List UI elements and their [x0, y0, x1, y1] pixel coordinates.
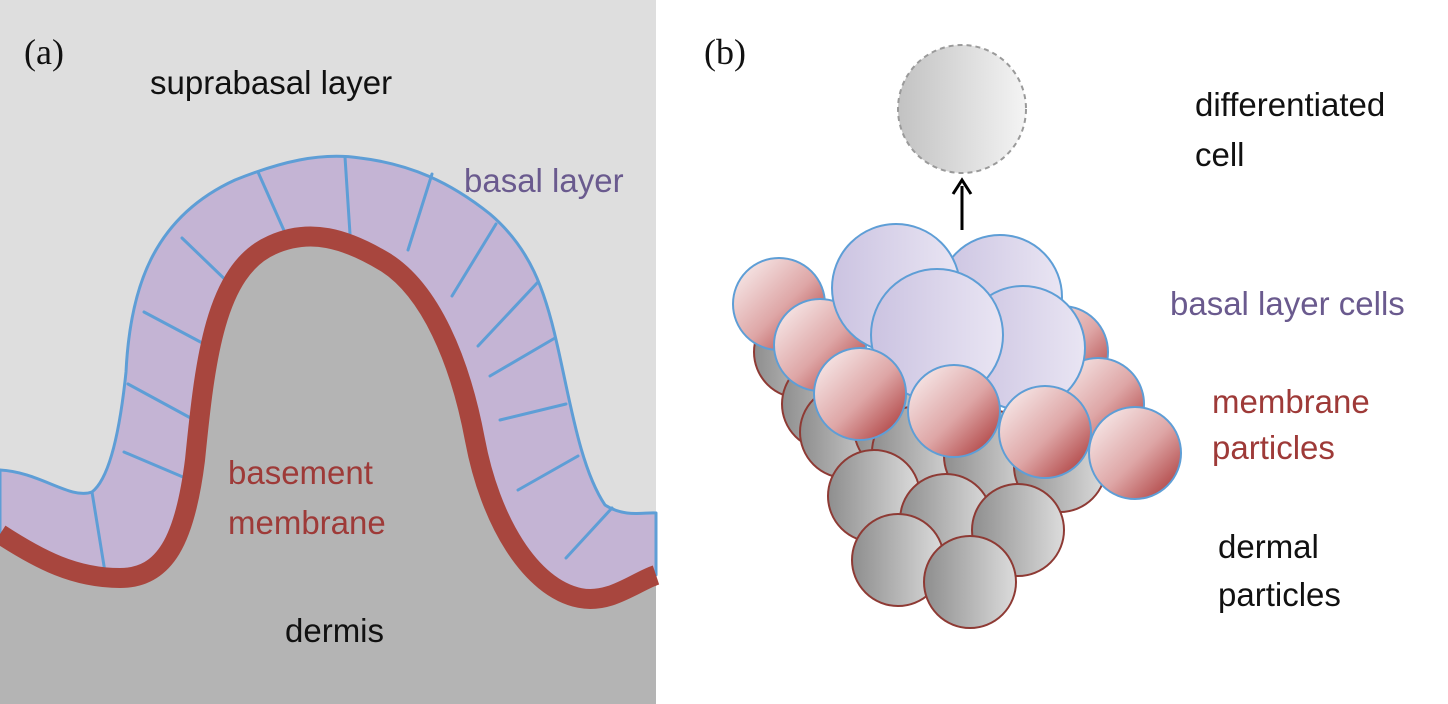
membrane-particle: [1088, 406, 1182, 500]
membrane-particles-front: [813, 347, 1182, 500]
dermis-label: dermis: [285, 612, 384, 649]
panel-a: (a) suprabasal layer basal layer basemen…: [0, 0, 660, 704]
basal-cells-label: basal layer cells: [1170, 285, 1405, 322]
differentiated-label-line1: differentiated: [1195, 86, 1385, 123]
membrane-particles-back: [732, 257, 1145, 451]
membrane-particle: [907, 364, 1001, 458]
differentiated-label-line2: cell: [1195, 136, 1245, 173]
arrow-head: [951, 177, 973, 195]
dermal-label-line2: particles: [1218, 576, 1341, 613]
panel-a-label: (a): [24, 32, 64, 72]
basement-label-line1: basement: [228, 454, 373, 491]
membrane-particle: [813, 347, 907, 441]
membrane-label-line2: particles: [1212, 429, 1335, 466]
basement-membrane: [0, 226, 660, 609]
membrane-particle: [998, 385, 1092, 479]
panel-b-label: (b): [704, 32, 746, 72]
membrane-label-line1: membrane: [1212, 383, 1370, 420]
dermal-label-line1: dermal: [1218, 528, 1319, 565]
dermal-particle: [923, 535, 1017, 629]
suprabasal-label: suprabasal layer: [150, 64, 392, 101]
basal-layer-label: basal layer: [464, 162, 624, 199]
differentiated-cell: [897, 44, 1027, 174]
basement-label-line2: membrane: [228, 504, 386, 541]
dermis-region: [0, 236, 656, 704]
panel-b: (b): [704, 32, 1405, 629]
